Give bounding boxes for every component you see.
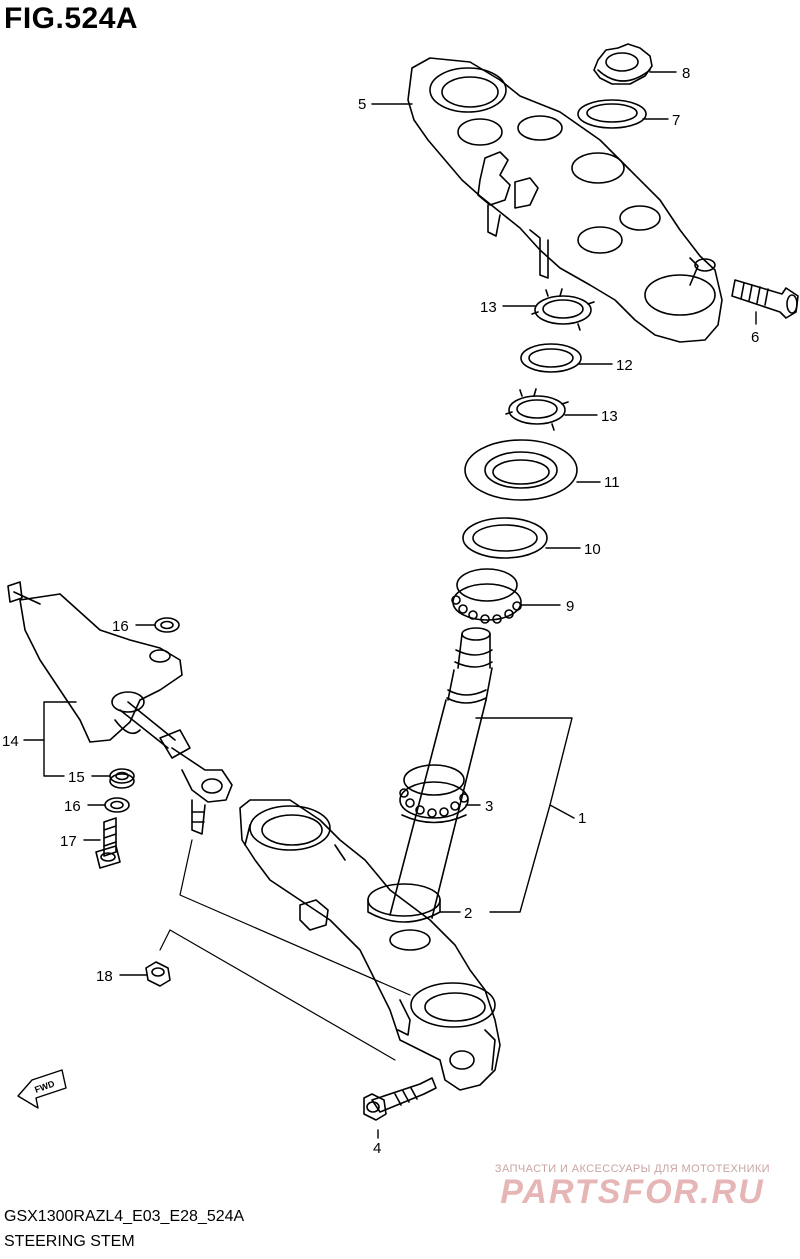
lower-steering-bracket-part — [239, 799, 501, 1091]
model-code: GSX1300RAZL4_E03_E28_524A — [4, 1208, 245, 1225]
steering-stem-shaft-part — [389, 627, 493, 919]
callout-13-upper: 13 — [480, 299, 497, 316]
callout-16-upper: 16 — [112, 618, 129, 635]
callout-7: 7 — [672, 112, 680, 129]
callout-18: 18 — [96, 968, 113, 985]
bolt-part-6 — [731, 279, 799, 319]
watermark: ЗАПЧАСТИ И АКСЕССУАРЫ ДЛЯ МОТОТЕХНИКИ PA… — [495, 1163, 770, 1212]
callout-12: 12 — [616, 357, 633, 374]
washer-part-7 — [577, 99, 647, 129]
callout-5: 5 — [358, 96, 366, 113]
bushing-part-15 — [109, 768, 135, 789]
leader-lines — [23, 71, 757, 1139]
assembly-reference-lines — [159, 839, 411, 1061]
upper-bearing-part-9 — [451, 568, 522, 624]
nut-part-18 — [145, 961, 171, 987]
lock-washer-part-13-upper — [531, 288, 595, 331]
callout-13-lower: 13 — [601, 408, 618, 425]
section-name: STEERING STEM — [4, 1233, 135, 1250]
lower-bearing-part-3 — [399, 764, 469, 824]
dust-seal-part-11 — [464, 439, 578, 501]
steering-damper-part-14 — [7, 581, 233, 835]
dust-seal-part-2 — [367, 883, 441, 923]
callout-1: 1 — [578, 810, 586, 827]
callout-9: 9 — [566, 598, 574, 615]
callout-10: 10 — [584, 541, 601, 558]
bolt-part-17 — [95, 817, 121, 869]
watermark-brand: PARTSFOR.RU — [500, 1173, 765, 1211]
washer-part-12 — [520, 343, 582, 373]
washer-part-16-lower — [104, 797, 130, 813]
callout-3: 3 — [485, 798, 493, 815]
callout-8: 8 — [682, 65, 690, 82]
steering-stem-nut-part — [593, 43, 653, 85]
callout-2: 2 — [464, 905, 472, 922]
callout-15: 15 — [68, 769, 85, 786]
washer-part-10 — [462, 517, 548, 559]
bolt-part-4 — [363, 1077, 437, 1121]
callout-14: 14 — [2, 733, 19, 750]
watermark-subtitle: ЗАПЧАСТИ И АКСЕССУАРЫ ДЛЯ МОТОТЕХНИКИ — [494, 1163, 770, 1175]
callout-17: 17 — [60, 833, 77, 850]
callout-11: 11 — [604, 474, 620, 491]
lock-washer-part-13-lower — [505, 388, 569, 431]
upper-steering-bracket-part — [407, 57, 723, 343]
callout-4: 4 — [373, 1140, 381, 1157]
washer-part-16-upper — [154, 617, 180, 633]
fwd-arrow-icon: FWD — [17, 1069, 67, 1109]
callout-16-lower: 16 — [64, 798, 81, 815]
figure-title: FIG.524A — [4, 2, 139, 35]
callout-6: 6 — [751, 329, 759, 346]
